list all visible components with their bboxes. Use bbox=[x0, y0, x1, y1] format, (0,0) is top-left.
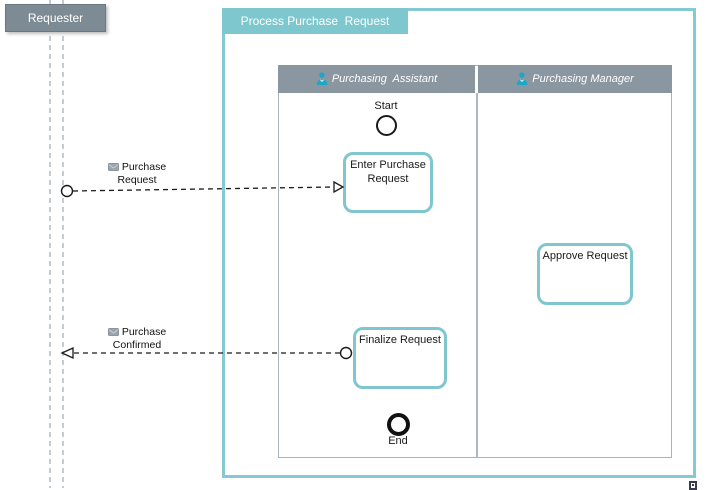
task-enter-purchase-request[interactable]: Enter Purchase Request bbox=[343, 152, 433, 213]
lane-divider bbox=[476, 93, 478, 458]
person-icon bbox=[316, 72, 328, 85]
message-label-line1: Purchase bbox=[121, 161, 167, 173]
message-label-line1: Purchase bbox=[121, 326, 167, 338]
task-approve-request-label: Approve Request bbox=[542, 250, 628, 262]
pool-title: Process Purchase Request bbox=[240, 14, 390, 28]
task-approve-request[interactable]: Approve Request bbox=[537, 243, 633, 305]
person-icon bbox=[516, 72, 528, 85]
lane-purchasing-manager-header[interactable]: Purchasing Manager bbox=[478, 65, 672, 93]
start-event[interactable] bbox=[376, 115, 397, 136]
start-event-label: Start bbox=[374, 100, 398, 112]
pool-requester-label: Requester bbox=[27, 11, 84, 25]
message-label-line2: Request bbox=[117, 173, 157, 186]
task-finalize-request-label: Finalize Request bbox=[359, 334, 441, 346]
message-label-purchase-confirmed: Purchase Confirmed bbox=[92, 326, 182, 352]
lane-purchasing-assistant-label: Purchasing Assistant bbox=[331, 73, 438, 85]
envelope-icon bbox=[107, 163, 119, 172]
pool-process-purchase-request[interactable] bbox=[222, 8, 696, 478]
message-label-line2: Confirmed bbox=[112, 338, 162, 351]
task-enter-purchase-request-label: Enter Purchase Request bbox=[350, 159, 426, 185]
pool-requester[interactable]: Requester bbox=[5, 4, 106, 32]
end-event[interactable] bbox=[387, 413, 410, 436]
message-label-purchase-request: Purchase Request bbox=[92, 161, 182, 187]
corner-watermark-icon bbox=[689, 481, 697, 490]
requester-lifeline-left bbox=[48, 0, 51, 488]
envelope-icon bbox=[107, 328, 119, 337]
end-event-label: End bbox=[388, 435, 408, 447]
pool-title-tab[interactable]: Process Purchase Request bbox=[222, 8, 408, 34]
task-finalize-request[interactable]: Finalize Request bbox=[353, 327, 447, 389]
lane-purchasing-assistant-header[interactable]: Purchasing Assistant bbox=[278, 65, 475, 93]
lane-purchasing-manager-label: Purchasing Manager bbox=[532, 73, 634, 85]
requester-lifeline-right bbox=[61, 0, 64, 488]
